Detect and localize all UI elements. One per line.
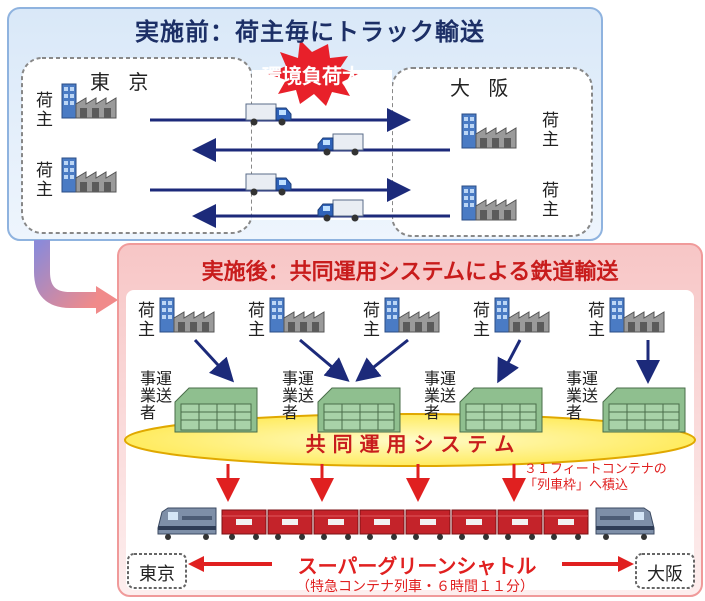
before-title: 実施前：荷主毎にトラック輸送 <box>135 18 485 46</box>
after-title: 実施後：共同運用システムによる鉄道輸送 <box>201 260 619 285</box>
joint-system-label: 共 同 運 用 シ ス テ ム <box>305 432 515 456</box>
impact-label: 環境負荷大 <box>262 64 362 88</box>
tokyo-terminal-label: 東京 <box>139 564 175 585</box>
region-east-label: 東 京 <box>90 70 155 94</box>
train-detail: （特急コンテナ列車・６時間１１分） <box>296 579 534 595</box>
shipper-label: 荷主 <box>588 301 605 340</box>
train-name: スーパーグリーンシャトル <box>297 554 537 578</box>
shipper-label: 荷主 <box>542 181 559 220</box>
shipper-label: 荷主 <box>473 301 490 340</box>
burst-icon <box>268 40 358 106</box>
system-to-train-arrows <box>216 464 526 502</box>
shipper-label: 荷主 <box>36 91 53 130</box>
carrier-label: 事運 業送 者 <box>424 369 457 422</box>
shipper-label: 荷主 <box>36 161 53 200</box>
carrier-label: 事運 業送 者 <box>566 369 599 422</box>
curved-arrow-icon <box>34 240 118 314</box>
warehouse-icon <box>317 387 401 433</box>
carrier-label: 事運 業送 者 <box>282 369 315 422</box>
shipper-label: 荷主 <box>138 301 155 340</box>
warehouse-icon <box>174 387 258 433</box>
container-note: ３１フィートコンテナの 「列車枠」へ積込 <box>524 462 667 493</box>
joint-system-ellipse <box>124 413 696 467</box>
region-west-label: 大 阪 <box>450 76 515 100</box>
osaka-terminal-box <box>635 553 695 589</box>
shipper-label: 荷主 <box>248 301 265 340</box>
warehouse-icon <box>459 387 543 433</box>
tokyo-terminal-box <box>127 553 187 589</box>
shipper-label: 荷主 <box>542 111 559 150</box>
osaka-terminal-label: 大阪 <box>647 564 683 585</box>
shipper-to-carrier-arrows <box>193 338 660 384</box>
carrier-label: 事運 業送 者 <box>140 369 173 422</box>
warehouse-icon <box>602 387 686 433</box>
shuttle-route-arrow <box>188 552 634 576</box>
shipper-label: 荷主 <box>363 301 380 340</box>
